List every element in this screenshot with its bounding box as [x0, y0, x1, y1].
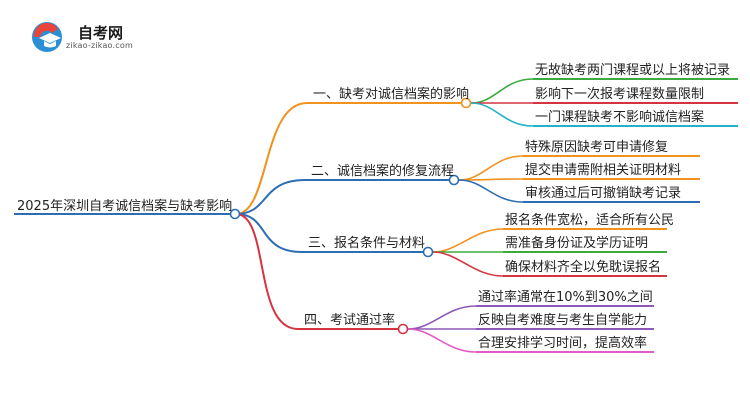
leaf-1-2: 影响下一次报考课程数量限制 [535, 87, 705, 102]
graduation-cap-icon [32, 22, 62, 52]
leaf-connector [432, 228, 504, 253]
branch-1-label: 一、缺考对诚信档案的影响 [313, 87, 470, 102]
leaf-2-2: 提交申请需附相关证明材料 [525, 163, 682, 178]
leaf-3-3: 确保材料齐全以免耽误报名 [505, 260, 662, 275]
branch-node [422, 246, 434, 258]
leaf-2-3: 审核通过后可撤销缺考记录 [525, 186, 682, 201]
leaf-1-1: 无故缺考两门课程或以上将被记录 [535, 63, 731, 78]
leaf-connector [458, 155, 524, 181]
leaf-connector [458, 178, 524, 181]
leaf-1-3: 一门课程缺考不影响诚信档案 [535, 110, 705, 125]
leaf-3-2: 需准备身份证及学历证明 [505, 236, 649, 251]
leaf-connector [432, 251, 504, 277]
leaf-connector [407, 305, 477, 330]
leaf-connector [470, 102, 534, 127]
branch-connector [235, 213, 299, 330]
leaf-4-2: 反映自考难度与考生自学能力 [478, 313, 648, 328]
brand-url: zikao-zikao.com [66, 41, 133, 50]
leaf-connector [407, 328, 477, 353]
branch-4-label: 四、考试通过率 [304, 313, 396, 328]
root-node [229, 208, 241, 220]
branch-connector [235, 179, 306, 215]
brand-name: 自考网 [78, 24, 124, 42]
root-topic: 2025年深圳自考诚信档案与缺考影响 [17, 199, 233, 214]
leaf-connector [470, 78, 534, 104]
leaf-2-1: 特殊原因缺考可申请修复 [525, 140, 669, 155]
branch-connector [235, 102, 308, 215]
leaf-connector [458, 179, 524, 203]
leaf-4-3: 合理安排学习时间，提高效率 [478, 336, 648, 351]
branch-3-label: 三、报名条件与材料 [308, 236, 426, 251]
branch-node [397, 323, 409, 335]
branch-connector [235, 213, 303, 253]
branch-2-label: 二、诚信档案的修复流程 [311, 164, 455, 179]
branch-node [460, 97, 472, 109]
leaf-3-1: 报名条件宽松，适合所有公民 [505, 213, 675, 228]
branch-node [448, 174, 460, 186]
leaf-4-1: 通过率通常在10%到30%之间 [478, 290, 653, 305]
